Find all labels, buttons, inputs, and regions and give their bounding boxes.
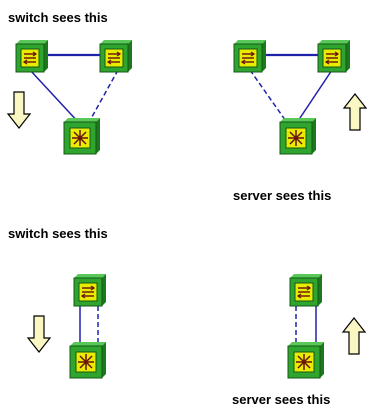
caption-switch-bottom: switch sees this — [8, 226, 108, 241]
arrow-up-icon — [343, 93, 367, 131]
topology-top-left — [7, 39, 133, 155]
server-icon — [287, 341, 325, 379]
arrow-down-icon — [7, 91, 31, 129]
link-dashed — [87, 69, 119, 125]
switch-icon — [15, 39, 49, 73]
switch-icon — [233, 39, 267, 73]
switch-icon — [99, 39, 133, 73]
topology-bottom-right — [287, 273, 366, 379]
arrow-down-icon — [27, 315, 51, 353]
arrow-up-icon — [342, 317, 366, 355]
server-icon — [69, 341, 107, 379]
topology-top-right — [233, 39, 367, 155]
link-solid — [29, 69, 81, 125]
link-dashed — [249, 69, 289, 125]
caption-switch-top: switch sees this — [8, 10, 108, 25]
caption-server-top: server sees this — [233, 188, 332, 203]
caption-server-bottom: server sees this — [232, 392, 331, 407]
server-icon — [63, 117, 101, 155]
switch-icon — [317, 39, 351, 73]
switch-icon — [289, 273, 323, 307]
topology-bottom-left — [27, 273, 107, 379]
link-solid — [295, 69, 333, 125]
server-icon — [279, 117, 317, 155]
switch-icon — [73, 273, 107, 307]
